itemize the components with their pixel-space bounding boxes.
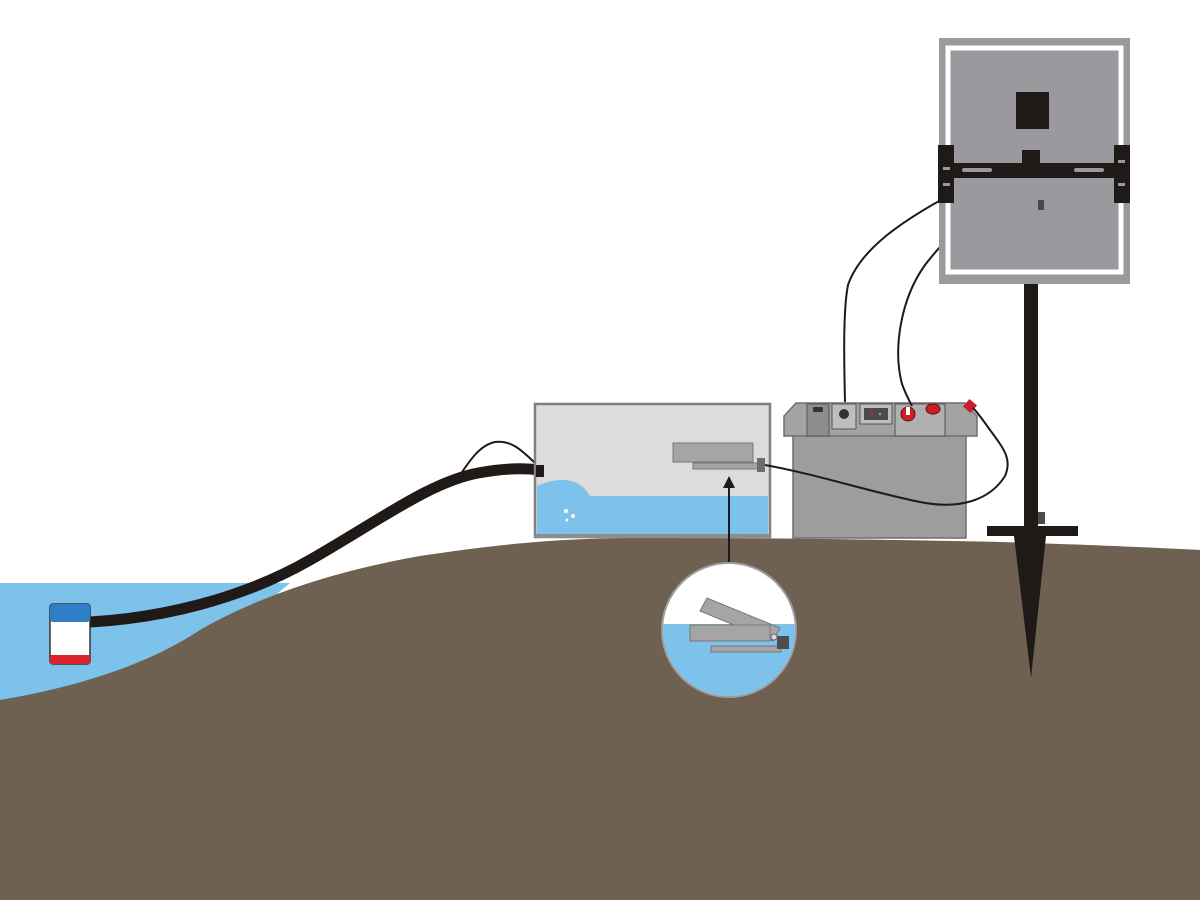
submersible-pump: [49, 603, 91, 665]
detail-float: [689, 597, 789, 653]
bubble: [565, 518, 569, 522]
leader-arrowhead: [723, 476, 735, 488]
indicator-dot: [870, 412, 874, 416]
stake-foot-plate: [987, 526, 1078, 536]
stake-mount: [1022, 150, 1040, 178]
bubble: [564, 509, 568, 513]
solar-panel: [938, 38, 1130, 284]
voltmeter-screen: [864, 408, 888, 420]
stake-collar: [1038, 512, 1045, 524]
battery-box: [783, 398, 978, 539]
bracket-right: [1114, 145, 1130, 203]
pump-base-red: [50, 655, 90, 664]
float-switch-wire: [764, 407, 1009, 506]
socket-icon: [839, 409, 849, 419]
stake-clip: [1038, 200, 1044, 210]
pump-cap-blue: [50, 604, 90, 622]
stake-spike: [1014, 536, 1046, 678]
float-switch: [672, 442, 765, 472]
pump-wire: [457, 440, 539, 479]
ground: [0, 538, 1200, 900]
bracket-left: [938, 145, 954, 203]
tank-bottom-edge: [535, 534, 770, 538]
water-hose: [84, 463, 546, 628]
tank-water: [537, 480, 768, 535]
water-tank: [533, 402, 772, 539]
socket-port: [813, 407, 823, 412]
lid-socket-left: [806, 403, 830, 437]
indicator-dot: [878, 412, 882, 416]
hose-inlet: [536, 465, 544, 477]
junction-box: [1016, 92, 1049, 129]
red-cap-icon: [925, 403, 941, 415]
bubble: [571, 514, 575, 518]
